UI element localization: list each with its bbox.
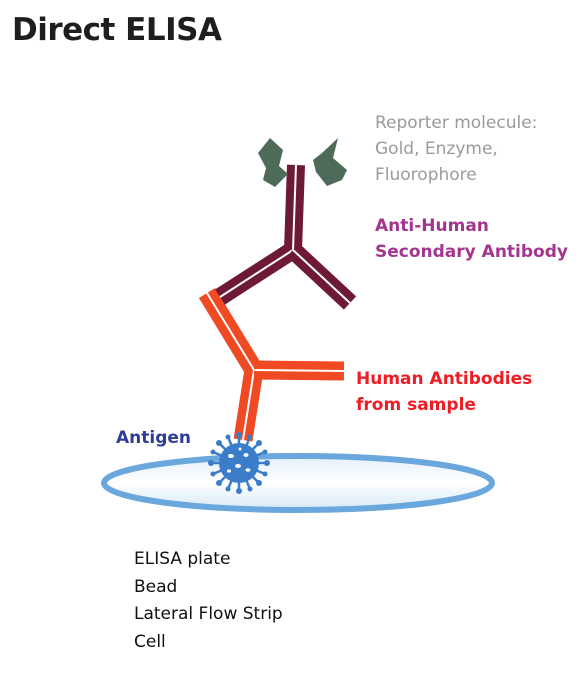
reporter-molecule-icon bbox=[258, 138, 347, 187]
human-antibody-icon bbox=[198, 288, 345, 442]
secondary-antibody-label: Anti-Human Secondary Antibody bbox=[375, 213, 568, 265]
human-antibodies-label-line: from sample bbox=[356, 395, 476, 415]
reporter-label-line: Gold, Enzyme, bbox=[375, 139, 498, 159]
human-antibodies-label: Human Antibodies from sample bbox=[356, 366, 532, 418]
human-antibodies-label-line: Human Antibodies bbox=[356, 369, 533, 389]
reporter-label-line: Reporter molecule: bbox=[375, 113, 538, 133]
surface-item: Bead bbox=[134, 576, 178, 597]
antigen-icon bbox=[208, 432, 270, 494]
surface-item: ELISA plate bbox=[134, 549, 231, 569]
surface-item: Lateral Flow Strip bbox=[134, 604, 283, 624]
secondary-antibody-icon bbox=[215, 164, 357, 310]
page-title: Direct ELISA bbox=[12, 12, 222, 48]
surface-list: ELISA plate Bead Lateral Flow Strip Cell bbox=[134, 546, 283, 656]
plate-surface bbox=[101, 453, 495, 513]
secondary-antibody-label-line: Anti-Human bbox=[375, 216, 489, 236]
reporter-label-line: Fluorophore bbox=[375, 165, 477, 185]
secondary-antibody-label-line: Secondary Antibody bbox=[375, 242, 568, 262]
antigen-label: Antigen bbox=[116, 428, 192, 448]
reporter-label: Reporter molecule: Gold, Enzyme, Fluorop… bbox=[375, 110, 537, 188]
surface-item: Cell bbox=[134, 631, 166, 652]
